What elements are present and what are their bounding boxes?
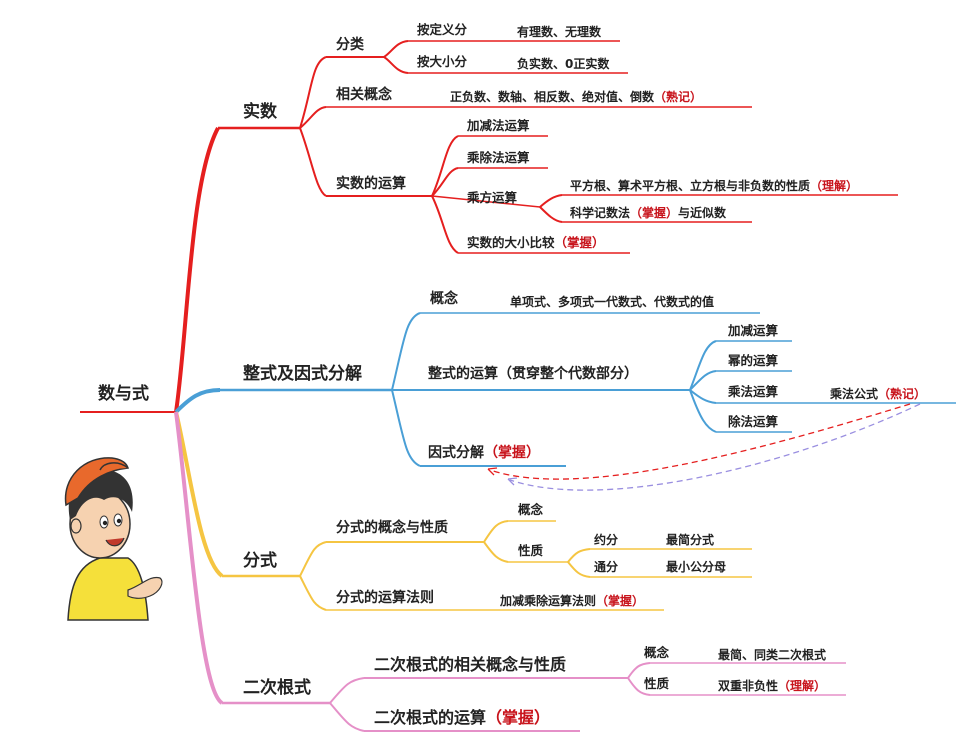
real-by-def-value: 有理数、无理数 — [517, 25, 602, 39]
radical-concept-def-value: 最简、同类二次根式 — [718, 648, 827, 662]
frac-reduce: 约分 — [594, 533, 619, 547]
dashed-arrows — [487, 403, 921, 491]
real-ops-pow-scientific: 科学记数法（掌握）与近似数 — [570, 206, 727, 220]
poly-ops-power: 幂的运算 — [728, 353, 779, 368]
frac-rules-value: 加减乘除运算法则（掌握） — [500, 594, 645, 608]
frac-rules: 分式的运算法则 — [336, 590, 434, 606]
branch-frac-lines — [174, 411, 752, 611]
branch-radical-lines — [174, 411, 846, 732]
real-concepts-value: 正负数、数轴、相反数、绝对值、倒数（熟记） — [450, 90, 703, 104]
real-ops-pow: 乘方运算 — [467, 190, 518, 205]
real-ops-compare: 实数的大小比较（掌握） — [467, 235, 605, 250]
branch-poly-lines — [174, 312, 956, 467]
frac-reduce-value: 最简分式 — [666, 533, 715, 547]
real-concepts: 相关概念 — [336, 87, 392, 103]
poly-concept: 概念 — [430, 291, 458, 307]
branch-poly-title: 整式及因式分解 — [243, 364, 362, 384]
radical-ops: 二次根式的运算（掌握） — [374, 708, 551, 727]
poly-ops: 整式的运算（贯穿整个代数部分） — [428, 366, 638, 382]
branch-frac-title: 分式 — [243, 551, 277, 571]
frac-common-value: 最小公分母 — [666, 560, 727, 574]
real-ops-add: 加减法运算 — [467, 118, 530, 133]
branch-real-lines — [174, 40, 898, 413]
frac-concept-prop: 性质 — [518, 543, 544, 558]
frac-common: 通分 — [594, 560, 619, 574]
poly-ops-mul: 乘法运算 — [728, 384, 779, 399]
real-by-size: 按大小分 — [417, 54, 468, 69]
real-ops-mul: 乘除法运算 — [467, 150, 530, 165]
frac-concept-def: 概念 — [518, 502, 544, 517]
real-classify: 分类 — [336, 37, 364, 53]
real-ops-pow-roots: 平方根、算术平方根、立方根与非负数的性质（理解） — [570, 179, 859, 193]
frac-concept: 分式的概念与性质 — [336, 520, 448, 536]
real-ops: 实数的运算 — [336, 176, 406, 192]
radical-concept-def: 概念 — [644, 645, 670, 660]
branch-real-title: 实数 — [243, 102, 277, 122]
real-by-size-value: 负实数、0正实数 — [517, 57, 610, 71]
radical-concept-prop-value: 双重非负性（理解） — [718, 679, 827, 693]
radical-concept-prop: 性质 — [644, 676, 670, 691]
root-title: 数与式 — [98, 384, 149, 404]
poly-factor: 因式分解（掌握） — [428, 445, 540, 461]
poly-ops-add: 加减运算 — [728, 323, 779, 338]
poly-ops-mul-formula: 乘法公式（熟记） — [830, 387, 927, 401]
poly-concept-value: 单项式、多项式一代数式、代数式的值 — [510, 295, 715, 309]
real-by-def: 按定义分 — [417, 22, 468, 37]
branch-radical-title: 二次根式 — [243, 678, 311, 698]
cartoon-boy-illustration — [64, 457, 163, 621]
poly-ops-div: 除法运算 — [728, 414, 779, 429]
radical-concept: 二次根式的相关概念与性质 — [374, 655, 567, 674]
